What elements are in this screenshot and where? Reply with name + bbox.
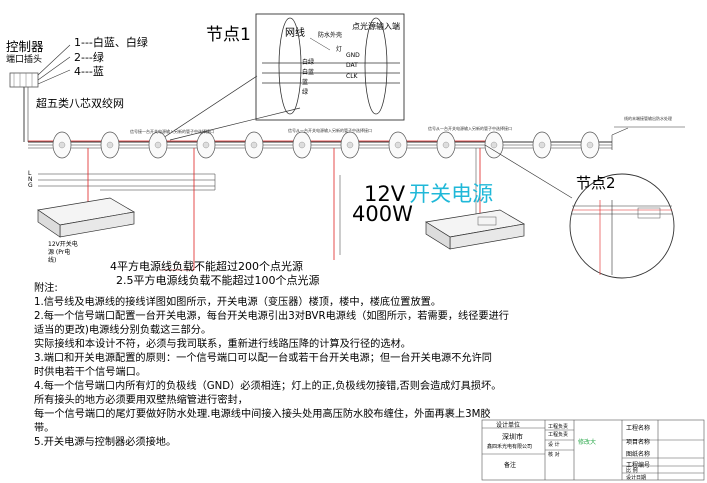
pixel-light-core (250, 141, 258, 149)
load-limit-2-5mm: 2.5平方电源线负载不能超过100个点光源 (116, 274, 320, 287)
note-line: 2.每一个信号端口配置一台开关电源，每台开关电源引出3对BVR电源线（如图所示，… (34, 311, 509, 322)
psu-main-icon (425, 209, 526, 250)
controller-subtitle: 端口插头 (6, 55, 43, 65)
run3-annotation: 信号从一台开关电源输入另新的管子中选择接口 (428, 126, 512, 131)
tb-stamp: 修改大 (578, 439, 597, 446)
psu-left-icon (37, 197, 136, 238)
controller-title: 控制器 (6, 39, 44, 54)
node1-wire-4: 绿 (302, 89, 309, 96)
note-line: 时供电若干个信号端口。 (34, 367, 147, 378)
tb-right-row: 工程编号 (626, 462, 651, 469)
mains-g: G (28, 182, 33, 189)
tb-mid-row: 工程负责 (548, 432, 569, 438)
node1-waterproof-label: 防水外壳 (318, 32, 343, 39)
title-block (481, 419, 705, 481)
pixel-light-core (154, 141, 162, 149)
node1-wire-1: 白绿 (302, 59, 315, 66)
node2-detail (569, 173, 675, 279)
pin-1-label: 1---白蓝、白绿 (74, 36, 148, 49)
note-line: 所有接头的地方必须要用双壁热缩管进行密封， (34, 395, 248, 406)
note-line: 4.每一个信号端口内所有灯的负极线（GND）必须相连；灯上的正,负极线勿接错,否… (34, 381, 502, 392)
psu-left-label: 12V开关电源 (Pr电线) (48, 241, 78, 264)
controller-plug-icon (9, 72, 39, 142)
psu-power: 400W (352, 202, 413, 226)
node1-wire-3: 蓝 (302, 79, 309, 86)
tb-right-row: 工程名称 (626, 425, 651, 432)
pixel-light-core (202, 141, 210, 149)
tb-mid-row: 核 对 (548, 452, 560, 458)
tb-design-unit: 设计单位 (496, 422, 521, 429)
tb-right-row: 项目名称 (626, 439, 651, 446)
note-line: 1.信号线及电源线的接线详图如图所示，开关电源（变压器）楼顶，楼中，楼底位置放置… (34, 297, 442, 308)
tb-mid-row: 设 计 (548, 442, 560, 448)
node1-term-dat: DAT (346, 62, 358, 69)
tb-right-row: 图纸名称 (626, 451, 651, 458)
cable-label: 超五类八芯双绞网 (36, 97, 124, 110)
node1-title: 节点1 (206, 25, 251, 45)
node1-detail (255, 13, 405, 121)
pixel-light-core (538, 141, 546, 149)
note-line: 实际接线和本设计不符，必须与我司联系，重新进行线路压降的计算及行径的选材。 (34, 339, 411, 350)
node1-net-label: 网线 (285, 28, 305, 39)
tb-remark: 备注 (504, 462, 517, 469)
tb-right-row: 比 例 (626, 468, 638, 474)
node1-inner-label: 灯 (336, 46, 343, 53)
pixel-light-core (586, 141, 594, 149)
node1-term-clk: CLK (346, 73, 358, 80)
pixel-light-core (394, 141, 402, 149)
tb-right-row: 设计日期 (626, 475, 647, 481)
note-line: 5.开关电源与控制器必须接地。 (34, 437, 177, 448)
load-limit-4mm: 4平方电源线负载不能超过200个点光源 (110, 260, 303, 273)
note-line: 3.端口和开关电源配置的原则：一个信号端口可以配一台或若干台开关电源；但一台开关… (34, 353, 492, 364)
node2-title: 节点2 (576, 174, 616, 192)
note-line: 适当的更改)电源线分别负载这三部分。 (34, 325, 212, 336)
run2-annotation: 信号从一台开关电源输入另新的管子中选择接口 (288, 128, 372, 133)
node1-light-label: 点光源输入端 (352, 22, 400, 31)
pixel-light-core (106, 141, 114, 149)
notes-heading: 附注: (34, 283, 58, 294)
pin-4-label: 4---蓝 (74, 65, 104, 78)
end-annotation: 线的末端接管输出防水处理 (624, 116, 672, 121)
signal-trunk (28, 126, 685, 150)
pixel-light-core (298, 141, 306, 149)
mains-lines (38, 173, 216, 191)
psu-type: 开关电源 (409, 182, 494, 206)
run1-annotation: 信号接一台开关电源输入另新的管子中选择接口 (130, 129, 214, 134)
pixel-light-core (442, 141, 450, 149)
mains-n: N (28, 176, 33, 183)
pixel-light-core (58, 141, 66, 149)
power-feeds (87, 148, 481, 271)
mains-l: L (28, 170, 32, 177)
tb-city: 深圳市 (502, 433, 523, 441)
pixel-light-core (490, 141, 498, 149)
node1-term-gnd: GND (346, 52, 360, 59)
node1-wire-2: 白蓝 (302, 69, 315, 76)
tb-company: 鑫四禾光电有限公司 (487, 444, 533, 450)
note-line: 带。 (34, 423, 55, 434)
pin-2-label: 2---绿 (74, 51, 104, 64)
psu-voltage-value: 12V (364, 182, 406, 206)
pixel-light-core (346, 141, 354, 149)
note-line: 每一个信号端口的尾灯要做好防水处理.电源线中间接入接头处用高压防水胶布缠住，外面… (34, 409, 491, 420)
tb-mid-row: 工程负责 (548, 424, 569, 430)
